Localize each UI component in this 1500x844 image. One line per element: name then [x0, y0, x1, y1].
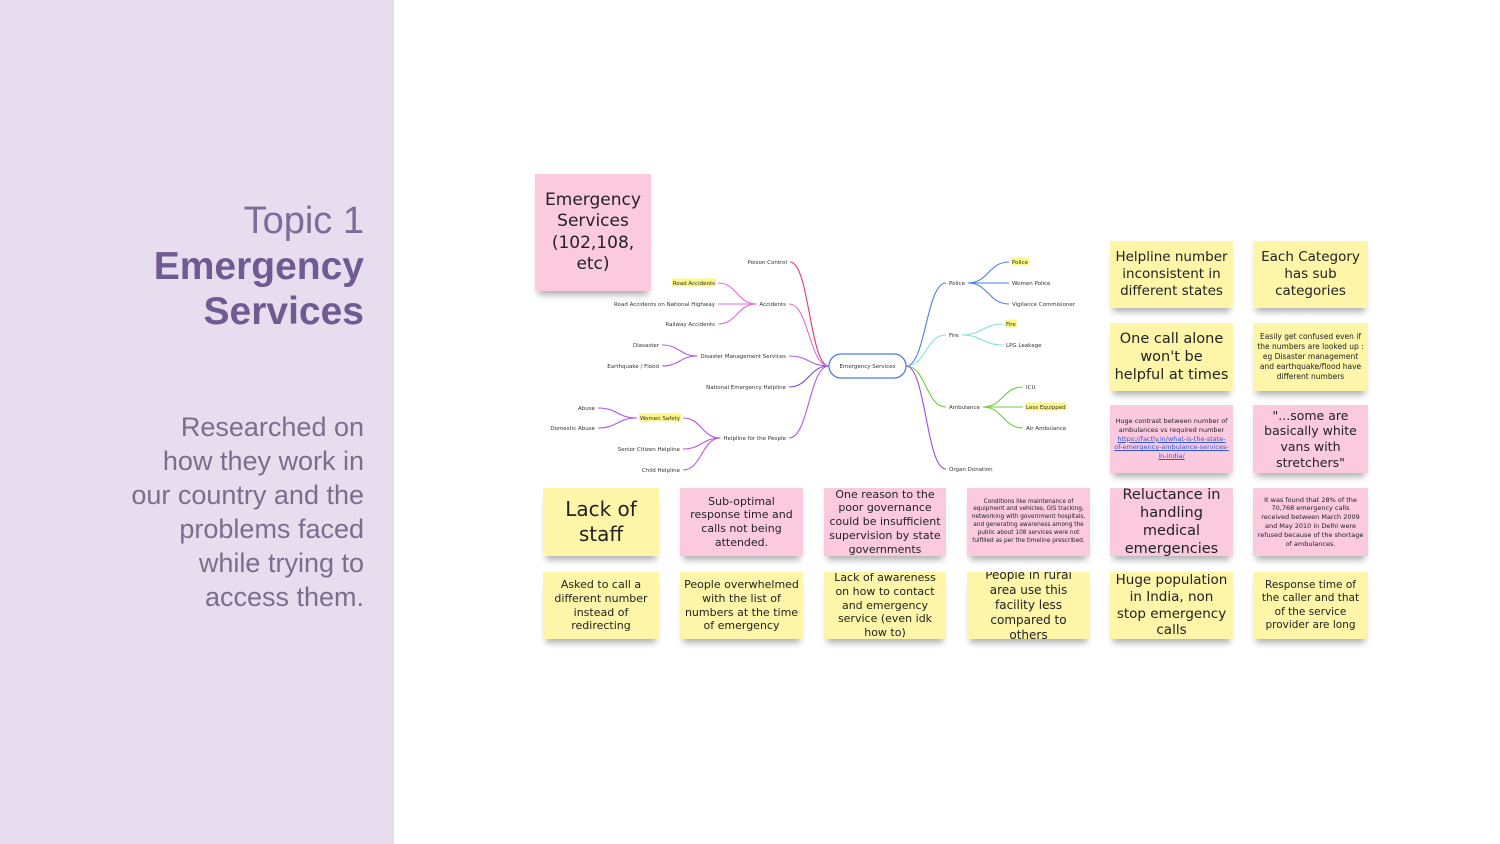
sticky-note: Helpline number inconsistent in differen…	[1110, 241, 1233, 308]
mind-map-edge	[597, 417, 637, 429]
sticky-note: Conditions like maintenance of equipment…	[967, 488, 1090, 556]
sticky-note: "...some are basically white vans with s…	[1253, 405, 1368, 473]
mind-map-edge	[905, 365, 947, 408]
sticky-note: Sub-optimal response time and calls not …	[680, 488, 803, 556]
sticky-note: Response time of the caller and that of …	[1253, 572, 1368, 639]
mind-map-edge	[905, 365, 947, 470]
mind-map-node: Fire	[1006, 322, 1016, 328]
mind-map-node: Fire	[949, 333, 959, 339]
mind-map-node: Road Accidents on National Highway	[614, 302, 716, 308]
sticky-note: Asked to call a different number instead…	[543, 572, 659, 639]
source-link[interactable]: https://factly.in/what-is-the-state-of-e…	[1114, 434, 1229, 461]
mind-map-node: Police	[949, 281, 966, 287]
highlight-mark	[1011, 257, 1029, 266]
mind-map-node: Earthquake / Flood	[607, 364, 659, 370]
mind-map-edge	[961, 323, 1004, 336]
mind-map-edge	[788, 365, 830, 439]
mind-map-node: Police	[1012, 260, 1029, 266]
mind-map-edge	[682, 437, 721, 471]
mind-map-node: Vigilance Commisioner	[1012, 302, 1076, 308]
mind-map-edge	[717, 282, 757, 305]
mind-map-edge	[961, 334, 1004, 346]
mind-map-edge	[661, 344, 698, 357]
mind-map-node: Organ Donation	[949, 467, 993, 473]
highlight-mark	[1025, 402, 1067, 411]
sticky-note: One reason to the poor governance could …	[824, 488, 946, 556]
mind-map-node: Women Safety	[640, 416, 681, 422]
sticky-note: One call alone won't be helpful at times	[1110, 323, 1233, 391]
mind-map-node: Women Police	[1012, 281, 1051, 287]
mind-map-edge	[597, 407, 637, 419]
mind-map-node: Senior Citizen Helpline	[618, 447, 681, 453]
quote-text: "...some are basically white vans with s…	[1264, 407, 1357, 470]
mind-map-node: Ambulance	[949, 405, 981, 411]
sticky-note: Huge contrast between number of ambulanc…	[1110, 405, 1233, 473]
sticky-note: Reluctance in handling medical emergenci…	[1110, 488, 1233, 556]
mind-map-node: Air Ambulance	[1026, 426, 1067, 432]
title-panel: Topic 1 Emergency Services Researched on…	[0, 0, 394, 844]
sticky-note: People overwhelmed with the list of numb…	[680, 572, 803, 639]
mind-map-edge	[788, 355, 830, 367]
sticky-note: It was found that 28% of the 70,768 emer…	[1253, 488, 1368, 556]
highlight-mark	[671, 278, 716, 287]
sticky-note: People in rural area use this facility l…	[967, 572, 1090, 639]
mind-map-edge	[982, 406, 1024, 429]
mind-map-edge	[967, 261, 1010, 284]
mind-map-node: ICU	[1026, 385, 1036, 391]
mind-map-edge	[788, 303, 830, 367]
highlight-mark	[638, 413, 681, 422]
mind-map-node: Diasaster	[633, 343, 660, 349]
slide-description: Researched on how they work in our count…	[131, 412, 364, 612]
note-text: Huge contrast between number of ambulanc…	[1115, 417, 1228, 434]
sticky-note: Each Category has sub categories	[1253, 241, 1368, 308]
mind-map-node: LPG Leakage	[1006, 343, 1042, 349]
central-node-label: Emergency Services	[840, 364, 896, 370]
sticky-note: Lack of staff	[543, 488, 659, 556]
mind-map-node: Poison Control	[748, 260, 788, 266]
slide-title: Emergency Services	[153, 245, 364, 333]
sticky-note: Huge population in India, non stop emerg…	[1110, 572, 1233, 639]
quote-body: ...some are basically white vans with st…	[1264, 407, 1357, 470]
mind-map-node: Helpline for the People	[723, 436, 786, 442]
topic-label: Topic 1	[243, 200, 364, 242]
sticky-note: Easily get confused even if the numbers …	[1253, 323, 1368, 391]
mind-map-edge	[905, 334, 947, 367]
header-sticky-note: Emergency Services (102,108, etc)	[535, 174, 651, 291]
mind-map-edge	[982, 386, 1024, 408]
mind-map-edge	[967, 282, 1010, 305]
mind-map-node: Road Accidents	[673, 281, 715, 287]
mind-map-edge	[789, 261, 830, 367]
mind-map-edge	[905, 282, 947, 367]
mind-map-node: Disaster Management Services	[700, 354, 786, 360]
sticky-note: Lack of awareness on how to contact and …	[824, 572, 946, 639]
mind-map-node: Domestic Abuse	[550, 426, 595, 432]
mind-map-node: Accidents	[759, 302, 786, 308]
mind-map-node: Child Helpline	[642, 468, 681, 474]
mind-map-edge	[788, 365, 830, 388]
highlight-mark	[1005, 319, 1017, 328]
mind-map-node: Railway Accidents	[665, 322, 715, 328]
mind-map-node: Abuse	[578, 406, 596, 412]
mind-map-node: National Emergency Helpline	[706, 385, 787, 391]
mind-map-edge	[682, 417, 721, 439]
mind-map-node: Less Equipped	[1026, 405, 1066, 411]
mind-map-edge	[717, 303, 757, 325]
mind-map-edge	[661, 355, 698, 367]
